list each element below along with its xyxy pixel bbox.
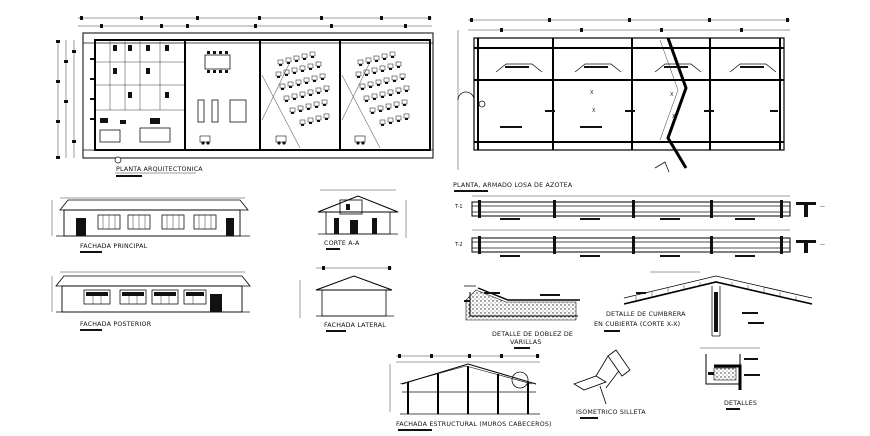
classroom-seating-2	[355, 51, 410, 127]
svg-text:—: —	[820, 204, 825, 210]
floor-plan-drawing: PLANTA ARQUITECTONICA	[56, 16, 434, 177]
structural-elevation-drawing: FACHADA ESTRUCTURAL (MUROS CABECEROS)	[389, 354, 552, 431]
svg-text:X: X	[670, 92, 674, 98]
section-aa-title: CORTE A-A	[324, 240, 360, 247]
svg-text:X: X	[592, 108, 596, 114]
svg-text:—: —	[820, 242, 825, 248]
side-elevation-drawing: FACHADA LATERAL	[299, 266, 394, 332]
saddle-isometric-title: ISOMETRICO SILLETA	[576, 409, 646, 416]
rear-elevation-title: FACHADA POSTERIOR	[80, 321, 152, 328]
saddle-isometric-drawing: ISOMETRICO SILLETA	[573, 349, 646, 419]
floor-plan-title: PLANTA ARQUITECTONICA	[116, 166, 203, 173]
svg-text:X: X	[672, 114, 676, 120]
beam-t1-label: T-1	[454, 204, 463, 210]
roof-slab-plan-drawing: X X X X PLANTA, ARMADO LOSA DE AZOTEA	[453, 18, 790, 192]
ridge-detail-title-line1: DETALLE DE CUMBRERA	[606, 311, 686, 318]
front-elevation-title: FACHADA PRINCIPAL	[80, 243, 148, 250]
details-title: DETALLES	[724, 400, 757, 407]
classroom-seating-1	[275, 51, 330, 127]
bar-bend-detail-title-line2: VARILLAS	[510, 339, 542, 346]
roof-slab-plan-title: PLANTA, ARMADO LOSA DE AZOTEA	[453, 182, 573, 189]
details-drawing: DETALLES	[700, 347, 760, 410]
rear-elevation-drawing: FACHADA POSTERIOR	[51, 271, 251, 331]
structural-elevation-title: FACHADA ESTRUCTURAL (MUROS CABECEROS)	[396, 421, 552, 428]
bar-bend-detail-drawing: DETALLE DE DOBLEZ DE VARILLAS	[464, 285, 580, 349]
beam-t2-label: T-2	[454, 242, 463, 248]
ridge-detail-drawing: DETALLE DE CUMBRERA EN CUBIERTA (CORTE X…	[594, 271, 813, 337]
svg-text:X: X	[590, 90, 594, 96]
section-aa-drawing: CORTE A-A	[317, 189, 407, 250]
front-elevation-drawing: FACHADA PRINCIPAL	[51, 197, 250, 253]
bar-bend-detail-title-line1: DETALLE DE DOBLEZ DE	[492, 331, 573, 338]
beam-details-drawing: T-1 T-2 — —	[454, 195, 825, 257]
side-elevation-title: FACHADA LATERAL	[324, 322, 386, 329]
ridge-detail-title-line2: EN CUBIERTA (CORTE X-X)	[594, 321, 680, 328]
